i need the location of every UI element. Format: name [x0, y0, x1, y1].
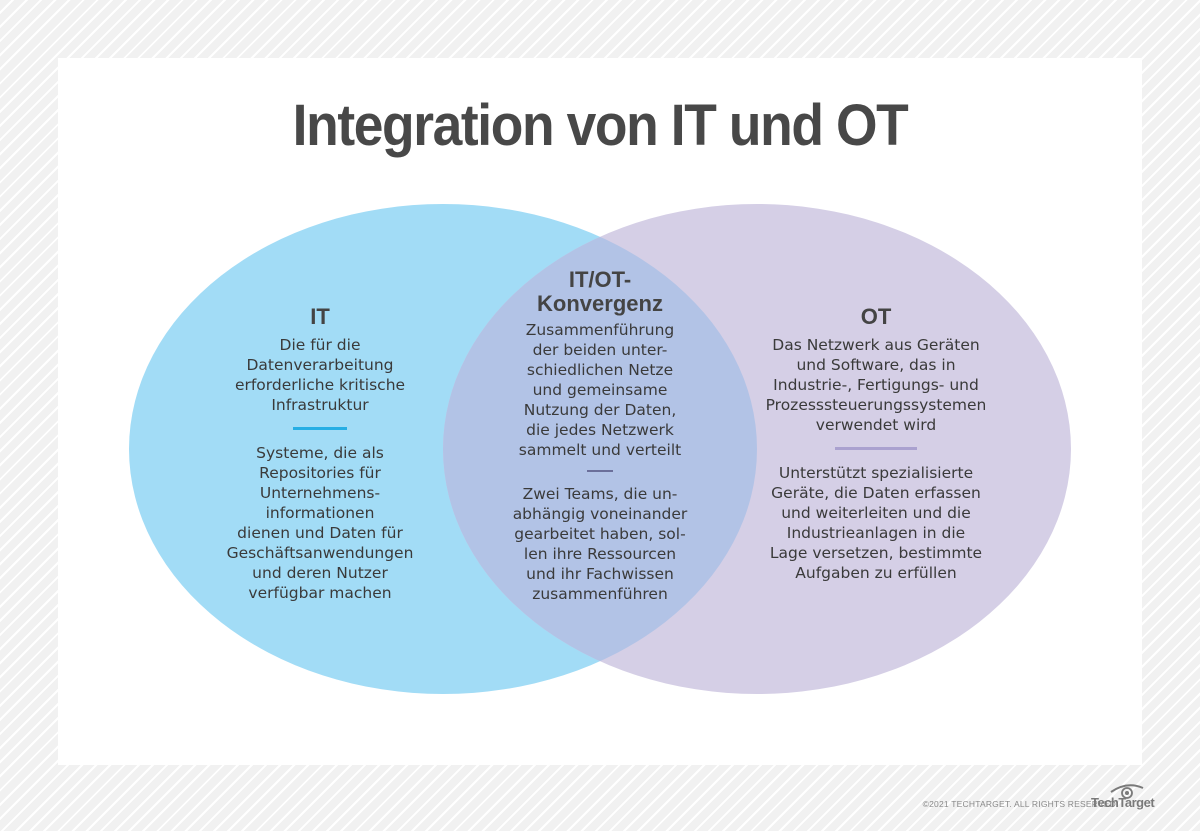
ot-divider [835, 447, 917, 450]
ot-heading: OT [860, 304, 892, 329]
it-details: Systeme, die als Repositories für Untern… [226, 444, 414, 602]
techtarget-logo: TechTarget [1091, 795, 1155, 810]
ot-details: Unterstützt spezialisierte Geräte, die D… [769, 464, 983, 582]
convergence-description: Zusammenführung der beiden unter- schied… [518, 321, 682, 459]
ot-section: OT Das Netzwerk aus Geräten und Software… [740, 305, 1012, 583]
convergence-divider [587, 470, 613, 472]
it-divider [293, 427, 347, 430]
overlap-region [443, 204, 757, 694]
ot-description: Das Netzwerk aus Geräten und Software, d… [765, 336, 987, 434]
eye-icon [1110, 784, 1144, 799]
convergence-details: Zwei Teams, die un- abhängig voneinander… [512, 485, 688, 603]
page-title: Integration von IT und OT [292, 93, 909, 158]
convergence-section: IT/OT- Konvergenz Zusammenführung der be… [485, 268, 715, 604]
convergence-heading: IT/OT- Konvergenz [537, 267, 663, 316]
it-description: Die für die Datenverarbeitung erforderli… [234, 336, 406, 414]
copyright-text: ©2021 TECHTARGET. ALL RIGHTS RESERVED [922, 799, 1116, 809]
it-section: IT Die für die Datenverarbeitung erforde… [205, 305, 435, 603]
it-heading: IT [310, 304, 330, 329]
